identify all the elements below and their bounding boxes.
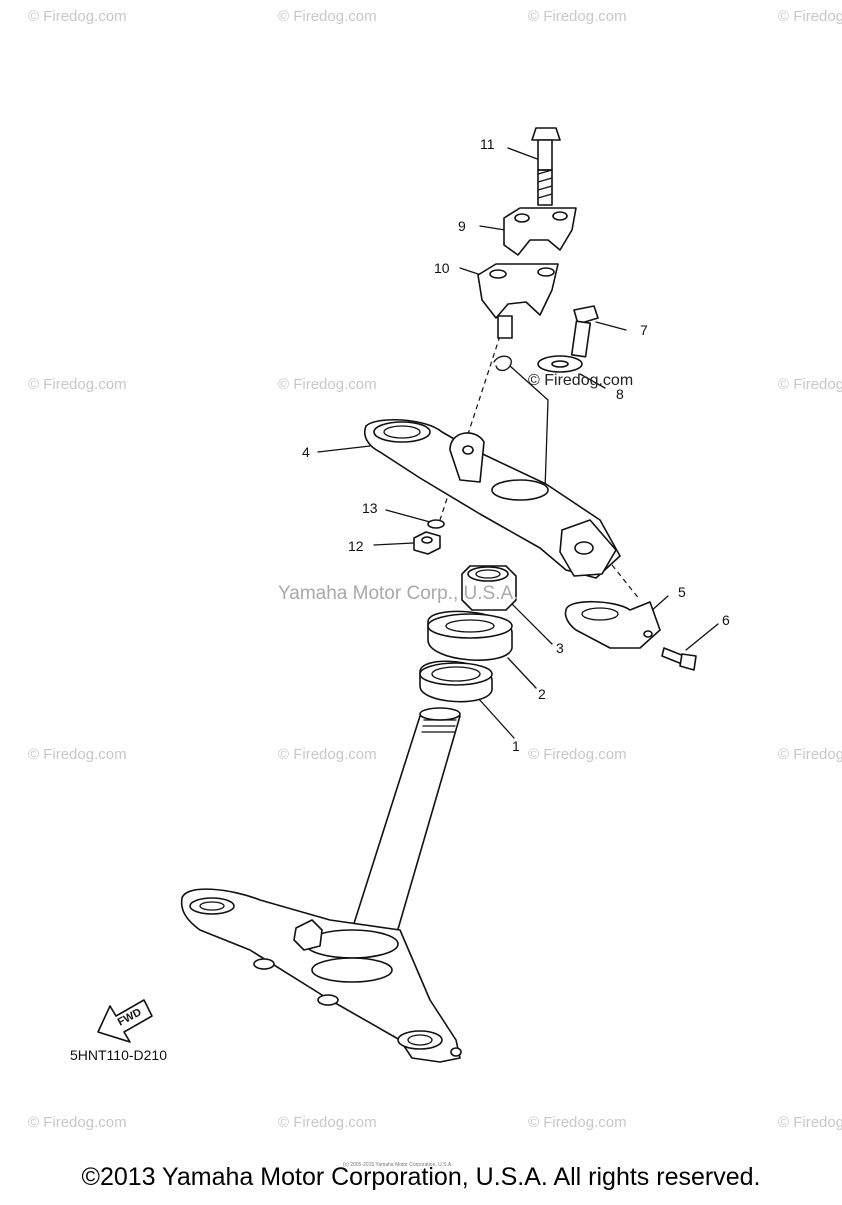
watermark: © Firedog.com [778, 746, 842, 763]
watermark: © Firedog.com [528, 372, 634, 389]
watermark: © Firedog.com [278, 376, 377, 393]
part-8-washer [537, 355, 583, 373]
callout-9: 9 [458, 218, 466, 234]
watermark: © Firedog.com [778, 8, 842, 25]
center-watermark: Yamaha Motor Corp., U.S.A. [278, 583, 519, 604]
callout-5: 5 [678, 584, 686, 600]
part-11-bolt [531, 127, 561, 206]
part-2-seal [427, 610, 513, 661]
callout-2: 2 [538, 686, 546, 702]
part-3-ring-nut [461, 565, 517, 611]
copyright-notice: ©2013 Yamaha Motor Corporation, U.S.A. A… [81, 1163, 761, 1191]
watermark: © Firedog.com [528, 1114, 627, 1131]
part-12-nut [413, 531, 441, 555]
callout-13: 13 [362, 500, 378, 516]
steering-stem [180, 707, 462, 1063]
watermark: © Firedog.com [28, 1114, 127, 1131]
callout-3: 3 [556, 640, 564, 656]
watermark: © Firedog.com [278, 746, 377, 763]
part-7-bolt [570, 305, 599, 358]
watermark: © Firedog.com [28, 746, 127, 763]
callout-7: 7 [640, 322, 648, 338]
watermark: © Firedog.com [28, 376, 127, 393]
part-4-upper-bracket [364, 418, 621, 579]
watermark: © Firedog.com [278, 8, 377, 25]
watermark: © Firedog.com [778, 376, 842, 393]
callout-4: 4 [302, 444, 310, 460]
part-13-washer [427, 519, 445, 529]
callout-6: 6 [722, 612, 730, 628]
watermark: © Firedog.com [778, 1114, 842, 1131]
callout-1: 1 [512, 738, 520, 754]
callout-8: 8 [616, 386, 624, 402]
watermark: © Firedog.com [528, 746, 627, 763]
watermark: © Firedog.com [28, 8, 127, 25]
callout-10: 10 [434, 260, 450, 276]
diagram-code: 5HNT110-D210 [70, 1047, 168, 1063]
tiny-credit: (c) 2005-2015 Yamaha Motor Corporation, … [343, 1162, 453, 1168]
part-10-lower-holder [477, 263, 559, 339]
callout-11: 11 [480, 136, 495, 152]
part-5-clamp [564, 600, 661, 649]
part-9-upper-holder [503, 207, 577, 256]
leader-lines [317, 147, 719, 739]
part-6-bolt [661, 647, 697, 671]
watermark: © Firedog.com [528, 8, 627, 25]
callout-12: 12 [348, 538, 364, 554]
part-1-bearing [419, 660, 493, 703]
watermark: © Firedog.com [278, 1114, 377, 1131]
fwd-arrow-icon: FWD [97, 999, 153, 1043]
